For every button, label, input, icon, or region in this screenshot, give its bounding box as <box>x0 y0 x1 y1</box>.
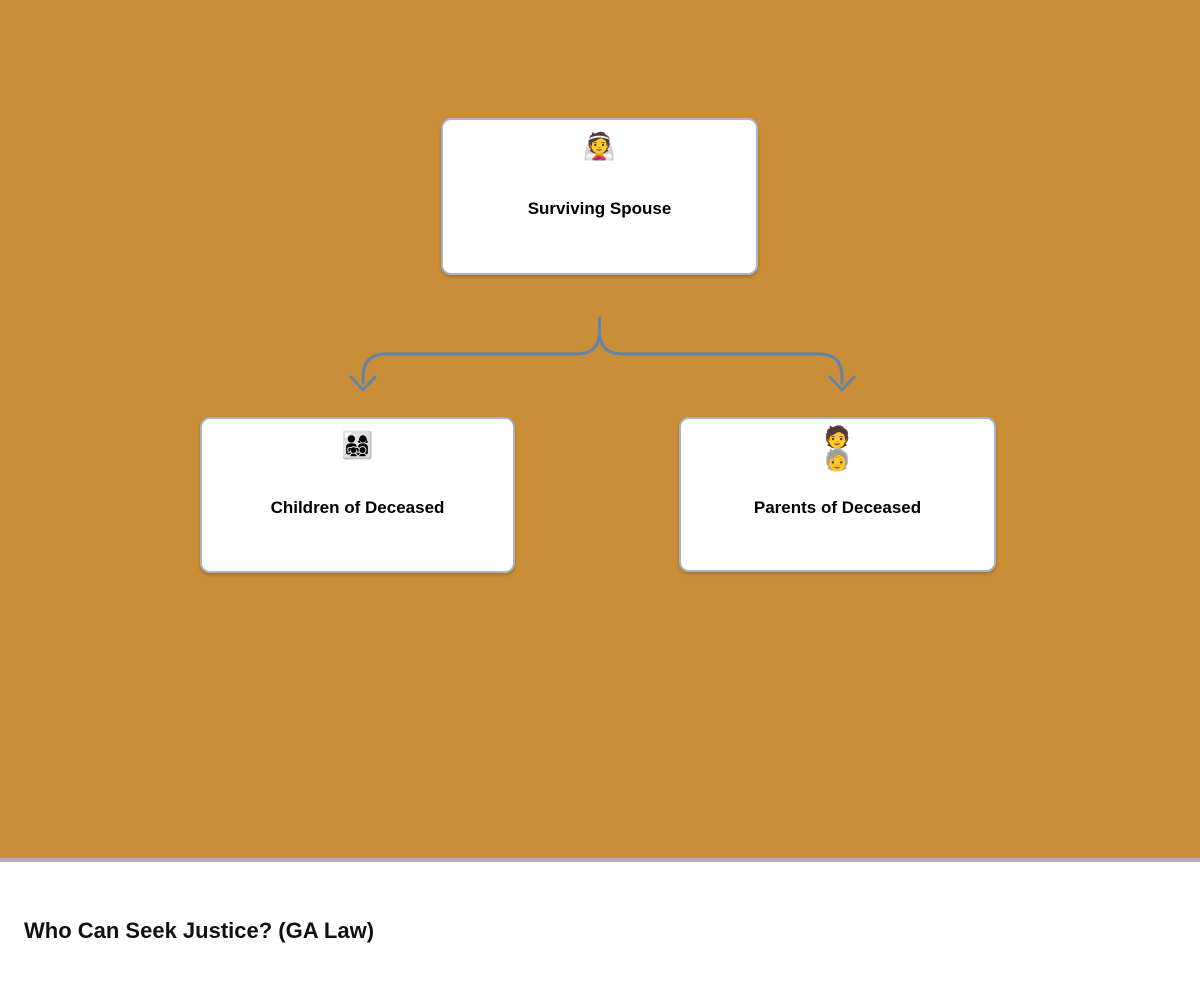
connector-arrows <box>349 316 856 392</box>
page-title: Who Can Seek Justice? (GA Law) <box>24 918 375 943</box>
edge-to-children <box>361 316 601 385</box>
footer-divider <box>0 858 1200 862</box>
edge-to-parents <box>598 316 844 385</box>
diagram-canvas: 👰 Surviving Spouse 👨‍👩‍👧‍👦 Children of D… <box>0 0 1200 858</box>
node-parents-of-deceased: 🧑 🧓 Parents of Deceased <box>679 417 996 572</box>
node-surviving-spouse-label: Surviving Spouse <box>527 199 672 218</box>
arrowhead-right-icon <box>828 375 856 392</box>
adult-emoji-icon: 🧑 <box>824 426 851 449</box>
node-children-of-deceased-label: Children of Deceased <box>270 498 445 517</box>
bride-with-veil-emoji-icon: 👰 <box>583 131 616 161</box>
node-surviving-spouse: 👰 Surviving Spouse <box>441 118 758 275</box>
arrowhead-left-icon <box>349 375 377 392</box>
older-person-emoji-icon: 🧓 <box>824 449 851 472</box>
node-children-of-deceased: 👨‍👩‍👧‍👦 Children of Deceased <box>200 417 515 573</box>
node-parents-of-deceased-label: Parents of Deceased <box>753 498 922 517</box>
adult-and-older-person-emoji-icon: 🧑 🧓 <box>681 426 994 472</box>
family-emoji-icon: 👨‍👩‍👧‍👦 <box>341 430 374 460</box>
footer-bar: Who Can Seek Justice? (GA Law) <box>0 862 1200 1000</box>
